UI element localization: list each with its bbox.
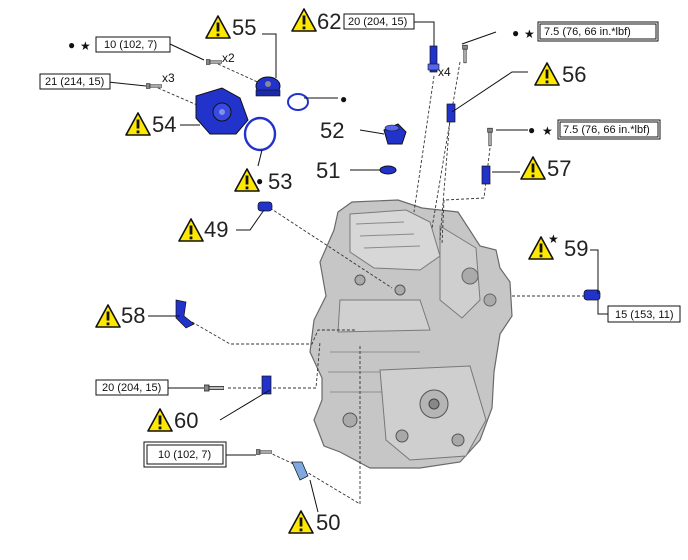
dot-marker: ● bbox=[68, 38, 75, 52]
callout-50: 50 bbox=[316, 510, 340, 535]
torque-57: 7.5 (76, 66 in.*lbf) bbox=[563, 124, 650, 136]
bolt-50 bbox=[256, 449, 272, 455]
callout-49: 49 bbox=[204, 217, 228, 242]
dot-marker: ● bbox=[528, 123, 535, 137]
warning-icon-54 bbox=[125, 112, 151, 136]
torque-top-left: 10 (102, 7) bbox=[104, 39, 157, 51]
callout-60: 60 bbox=[174, 408, 198, 433]
part-60 bbox=[261, 375, 272, 395]
assembly-lines bbox=[157, 61, 588, 505]
torque-box-60 bbox=[95, 379, 169, 396]
part-52 bbox=[383, 123, 407, 145]
callout-55: 55 bbox=[232, 15, 256, 40]
callout-57: 57 bbox=[547, 156, 571, 181]
callout-62: 62 bbox=[317, 9, 341, 34]
dot-marker: ● bbox=[340, 92, 347, 106]
quantity-x4: x4 bbox=[438, 65, 451, 79]
warning-icon-58 bbox=[95, 304, 121, 328]
engine-block bbox=[309, 199, 513, 469]
quantity-x3: x3 bbox=[162, 71, 175, 85]
torque-left: 21 (214, 15) bbox=[45, 76, 104, 88]
torque-56: 7.5 (76, 66 in.*lbf) bbox=[544, 26, 631, 38]
bolt-56 bbox=[462, 44, 468, 64]
callout-51: 51 bbox=[316, 158, 340, 183]
part-56 bbox=[446, 103, 456, 123]
star-marker: ★ bbox=[542, 124, 553, 138]
torque-62: 20 (204, 15) bbox=[348, 16, 407, 28]
warning-icon-62 bbox=[291, 8, 317, 32]
star-marker: ★ bbox=[80, 39, 91, 53]
o-ring bbox=[287, 93, 309, 111]
warning-icon-49 bbox=[178, 218, 204, 242]
callout-52: 52 bbox=[320, 118, 344, 143]
part-50 bbox=[291, 461, 309, 481]
bolt-57 bbox=[487, 127, 493, 147]
torque-box-59 bbox=[607, 305, 681, 323]
callout-58: 58 bbox=[121, 303, 145, 328]
star-marker: ★ bbox=[548, 232, 559, 246]
bolt-60 bbox=[204, 384, 224, 392]
part-49 bbox=[257, 201, 273, 212]
torque-box-56-inner bbox=[539, 23, 657, 40]
callout-56: 56 bbox=[562, 62, 586, 87]
torque-box-50-inner bbox=[146, 444, 224, 465]
callout-59: 59 bbox=[564, 236, 588, 261]
quantity-x2: x2 bbox=[222, 51, 235, 65]
torque-50: 10 (102, 7) bbox=[158, 449, 211, 461]
warning-icon-50 bbox=[288, 510, 314, 534]
part-57 bbox=[481, 165, 491, 185]
warning-icon-60 bbox=[147, 408, 173, 432]
leader-lines bbox=[107, 21, 608, 513]
part-53 bbox=[243, 116, 277, 152]
torque-box-top-left bbox=[95, 36, 171, 53]
bolt-x3 bbox=[146, 83, 162, 89]
warning-icon-55 bbox=[205, 15, 231, 39]
dot-marker: ● bbox=[512, 26, 519, 40]
torque-box-left bbox=[39, 73, 111, 90]
warning-icon-57 bbox=[520, 156, 546, 180]
bolt-x2 bbox=[206, 59, 222, 65]
torque-box-57-inner bbox=[559, 121, 659, 138]
torque-60: 20 (204, 15) bbox=[102, 382, 161, 394]
star-marker: ★ bbox=[524, 27, 535, 41]
torque-box-62 bbox=[343, 13, 415, 30]
torque-59: 15 (153, 11) bbox=[615, 309, 674, 321]
part-55 bbox=[255, 76, 281, 97]
warning-icon-56 bbox=[534, 62, 560, 86]
callout-53: 53 bbox=[268, 169, 292, 194]
part-54 bbox=[195, 87, 249, 135]
part-51 bbox=[379, 165, 397, 175]
part-58 bbox=[175, 299, 195, 329]
callout-54: 54 bbox=[152, 112, 176, 137]
part-59 bbox=[583, 289, 601, 301]
dot-marker: ● bbox=[256, 174, 263, 188]
